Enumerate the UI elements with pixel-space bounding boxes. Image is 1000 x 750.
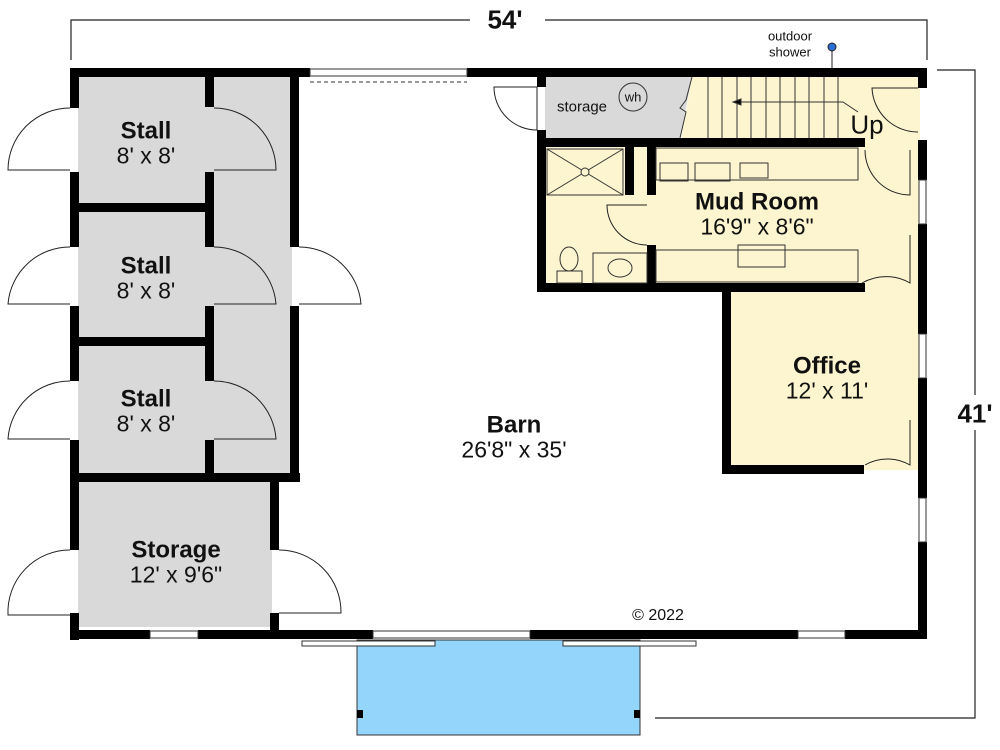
room-size: 12' x 11'	[785, 377, 869, 404]
room-size: 8' x 8'	[116, 410, 176, 437]
room-label-storage: Storage 12' x 9'6"	[129, 536, 223, 588]
room-name: Stall	[120, 117, 172, 145]
dimension-lines	[70, 19, 976, 719]
walls	[70, 68, 927, 640]
fixtures	[546, 42, 859, 284]
overall-depth-label: 41'	[957, 398, 993, 429]
stairs-up-label: Up	[850, 109, 884, 140]
room-fills	[78, 77, 920, 627]
outdoor-shower-line2: shower	[769, 44, 811, 59]
stairs	[679, 76, 859, 140]
room-label-office: Office 12' x 11'	[785, 352, 869, 404]
outdoor-shower-label: outdoor shower	[768, 28, 812, 59]
room-name: Stall	[120, 385, 172, 413]
room-size: 8' x 8'	[116, 142, 176, 169]
overhead-doors	[309, 68, 531, 639]
room-label-stall-1: Stall 8' x 8'	[116, 117, 176, 169]
door-swings	[7, 86, 919, 616]
patio	[356, 639, 641, 736]
room-size: 26'8" x 35'	[461, 436, 567, 463]
copyright-label: © 2022	[632, 607, 684, 624]
room-size: 8' x 8'	[116, 277, 176, 304]
room-size: 16'9" x 8'6"	[700, 213, 814, 240]
room-name: Stall	[120, 252, 172, 280]
room-name: Mud Room	[695, 188, 819, 216]
outdoor-shower-line1: outdoor	[767, 28, 813, 44]
room-label-stall-3: Stall 8' x 8'	[116, 385, 176, 437]
overall-width-label: 54'	[487, 4, 523, 35]
water-heater-label: wh	[624, 89, 642, 105]
room-label-barn: Barn 26'8" x 35'	[461, 411, 567, 463]
room-name: Office	[792, 352, 861, 380]
room-name: Barn	[486, 411, 542, 439]
windows	[149, 179, 927, 639]
storage-small-label: storage	[556, 98, 608, 116]
room-label-stall-2: Stall 8' x 8'	[116, 252, 176, 304]
room-size: 12' x 9'6"	[129, 561, 223, 588]
room-name: Storage	[131, 536, 221, 564]
room-label-mud-room: Mud Room 16'9" x 8'6"	[695, 188, 819, 240]
